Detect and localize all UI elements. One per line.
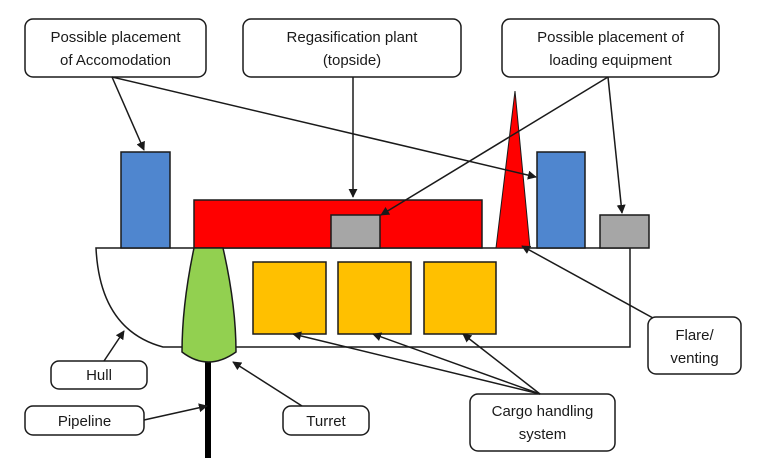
cargo-tank-3 — [423, 261, 497, 335]
pipeline-callout — [24, 405, 145, 436]
regas-label-line2: (topside) — [323, 52, 381, 69]
accommodation-label-line2: of Accomodation — [60, 52, 171, 69]
loading-label-line2: loading equipment — [549, 52, 672, 69]
cargo-tank-1 — [252, 261, 327, 335]
accommodation-callout — [24, 18, 207, 78]
cargo-label-line2: system — [519, 426, 567, 443]
cargo-callout — [469, 393, 616, 452]
loading-label-line1: Possible placement of — [537, 29, 685, 46]
regas-label-line1: Regasification plant — [287, 29, 419, 46]
arrow-cargo-2 — [372, 332, 541, 395]
flare-callout — [647, 316, 742, 375]
pipeline-label: Pipeline — [58, 413, 111, 430]
arrow-loading-right — [607, 76, 626, 214]
cargo-tank-2 — [337, 261, 412, 335]
regas-callout — [242, 18, 462, 78]
turret-shape — [181, 247, 237, 363]
arrow-hull — [103, 330, 125, 362]
arrow-turret — [232, 361, 303, 407]
arrow-flare — [521, 245, 654, 319]
arrow-pipeline — [143, 403, 208, 421]
accommodation-block-left — [120, 151, 171, 249]
turret-label: Turret — [306, 413, 346, 430]
arrow-cargo-3 — [462, 333, 541, 395]
hull-label: Hull — [86, 367, 112, 384]
flare-label-line2: venting — [670, 350, 718, 367]
hull-callout — [50, 360, 148, 390]
cargo-label-line1: Cargo handling — [492, 403, 594, 420]
accommodation-label-line1: Possible placement — [50, 29, 181, 46]
loading-equipment-block-right — [599, 214, 650, 249]
accommodation-block-right — [536, 151, 586, 249]
arrow-cargo-1 — [292, 331, 541, 395]
arrow-accommodation-left — [111, 76, 145, 151]
flare-label-line1: Flare/ — [675, 327, 714, 344]
arrow-accommodation-right — [111, 76, 537, 180]
arrow-loading-center — [380, 76, 609, 216]
loading-callout — [501, 18, 720, 78]
turret-callout — [282, 405, 370, 436]
loading-equipment-block-center — [330, 214, 381, 249]
